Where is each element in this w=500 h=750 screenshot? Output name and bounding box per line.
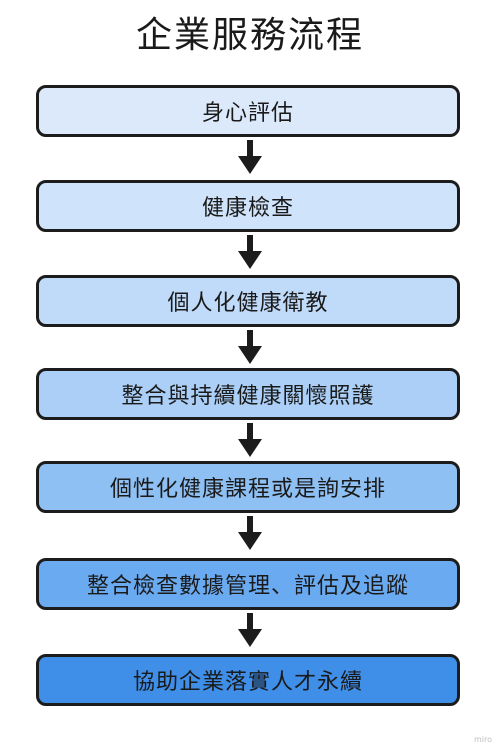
step-5-label: 個性化健康課程或是詢安排	[109, 477, 386, 502]
step-5-box: 個性化健康課程或是詢安排	[36, 461, 460, 513]
arrow-down-icon	[238, 613, 262, 647]
arrow-down-icon	[238, 516, 262, 550]
step-3-label: 個人化健康衛教	[167, 291, 329, 316]
step-2-box: 健康檢查	[36, 180, 460, 232]
step-6-box: 整合檢查數據管理、評估及追蹤	[36, 558, 460, 610]
arrow-down-icon	[238, 140, 262, 174]
arrow-down-icon	[238, 423, 262, 457]
watermark-text: miro	[473, 735, 492, 744]
step-4-box: 整合與持續健康關懷照護	[36, 368, 460, 420]
step-6-label: 整合檢查數據管理、評估及追蹤	[86, 574, 409, 599]
diagram-title: 企業服務流程	[135, 15, 364, 56]
arrow-down-icon	[238, 235, 262, 269]
step-3-box: 個人化健康衛教	[36, 275, 460, 327]
step-4-label: 整合與持續健康關懷照護	[121, 384, 375, 409]
step-1-box: 身心評估	[36, 85, 460, 137]
step-7-label: 協助企業落實人才永續	[132, 670, 363, 695]
step-2-label: 健康檢查	[201, 196, 294, 221]
step-7-box: 協助企業落實人才永續	[36, 654, 460, 706]
arrow-down-icon	[238, 330, 262, 364]
step-1-label: 身心評估	[201, 101, 294, 126]
